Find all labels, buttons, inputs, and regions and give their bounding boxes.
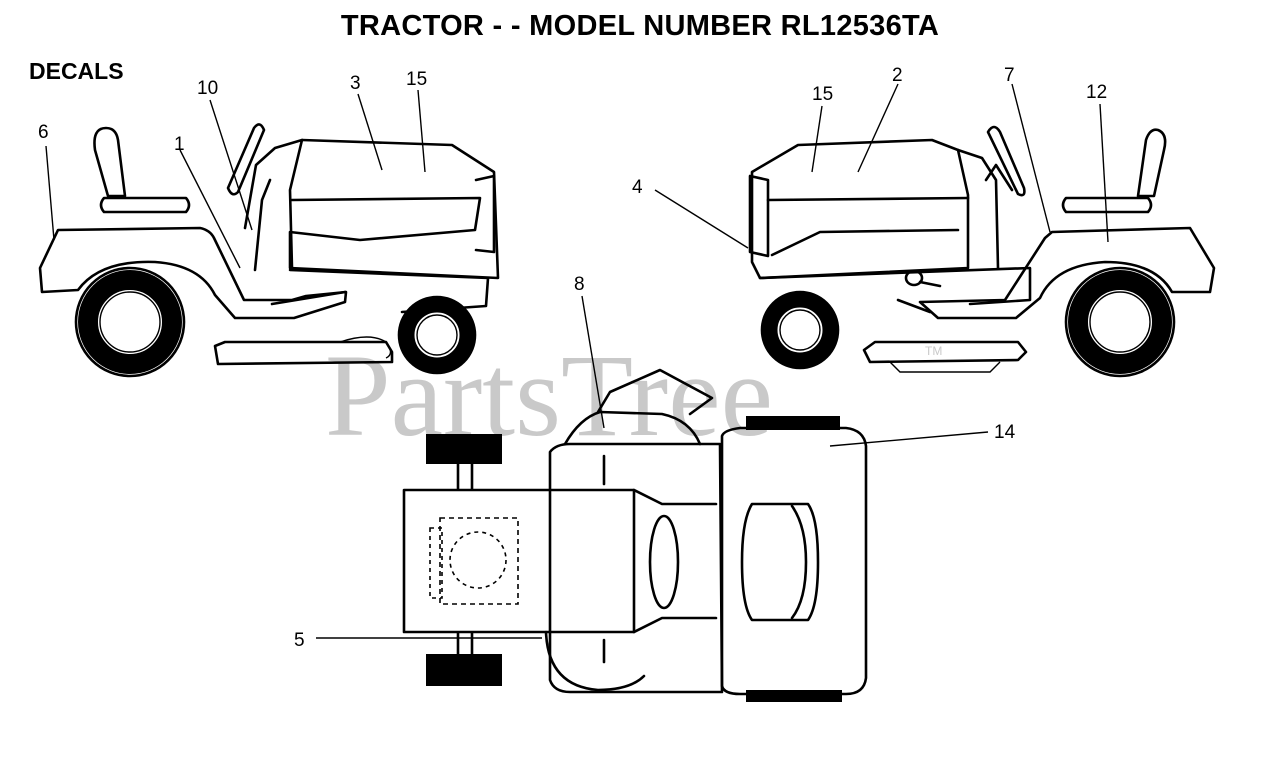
callout-8: 8 xyxy=(574,274,585,295)
section-label: DECALS xyxy=(29,58,124,84)
callout-2: 2 xyxy=(892,65,903,86)
callout-15-left: 15 xyxy=(406,69,427,90)
callout-14: 14 xyxy=(994,422,1016,443)
callout-3: 3 xyxy=(350,73,361,94)
callout-12: 12 xyxy=(1086,82,1107,103)
callout-10: 10 xyxy=(197,78,218,99)
right-side-tractor-icon xyxy=(748,125,1216,378)
callout-4: 4 xyxy=(632,177,643,198)
left-side-tractor-icon xyxy=(38,123,500,378)
leader-lines xyxy=(45,83,1109,639)
callout-15-right: 15 xyxy=(812,84,833,105)
watermark-tm: TM xyxy=(925,344,942,358)
top-view-tractor-icon xyxy=(402,368,868,702)
callout-1: 1 xyxy=(174,134,185,155)
callout-7: 7 xyxy=(1004,65,1015,86)
callout-6: 6 xyxy=(38,122,49,143)
page-title: TRACTOR - - MODEL NUMBER RL12536TA xyxy=(340,10,940,42)
callout-5: 5 xyxy=(294,630,305,651)
